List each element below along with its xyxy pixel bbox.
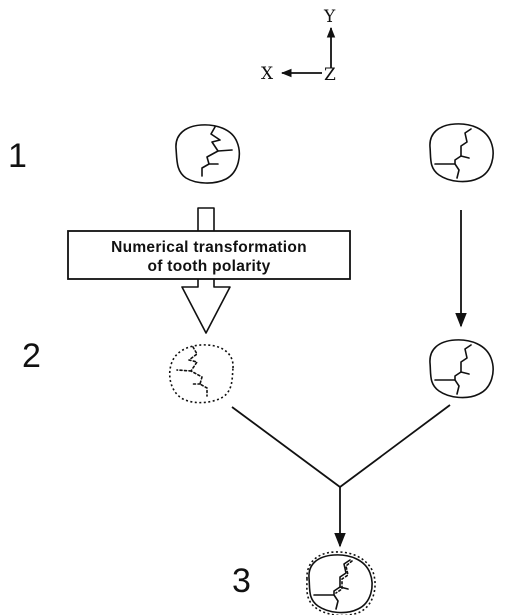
tooth-superimposed-step3-icon bbox=[306, 551, 376, 615]
step-1-label: 1 bbox=[8, 137, 27, 175]
axis-x-label: X bbox=[261, 64, 274, 84]
axis-z-label: Z bbox=[324, 65, 336, 85]
step-2-label: 2 bbox=[22, 337, 41, 375]
merge-line-right bbox=[339, 404, 451, 488]
tooth-right-step1-icon bbox=[429, 123, 494, 183]
transform-label-line2: of tooth polarity bbox=[147, 258, 270, 275]
tooth-left-step1-icon bbox=[175, 124, 241, 184]
step-3-label: 3 bbox=[232, 562, 251, 600]
axis-y-label: Y bbox=[323, 7, 336, 27]
coordinate-axes: Y X Z bbox=[261, 7, 336, 85]
transformation-label-box: Numerical transformation of tooth polari… bbox=[67, 230, 351, 280]
tooth-transformed-step2-icon bbox=[168, 344, 234, 404]
merge-line-left bbox=[231, 406, 341, 488]
transform-label-line1: Numerical transformation bbox=[111, 239, 307, 256]
tooth-right-step2-icon bbox=[429, 339, 494, 399]
